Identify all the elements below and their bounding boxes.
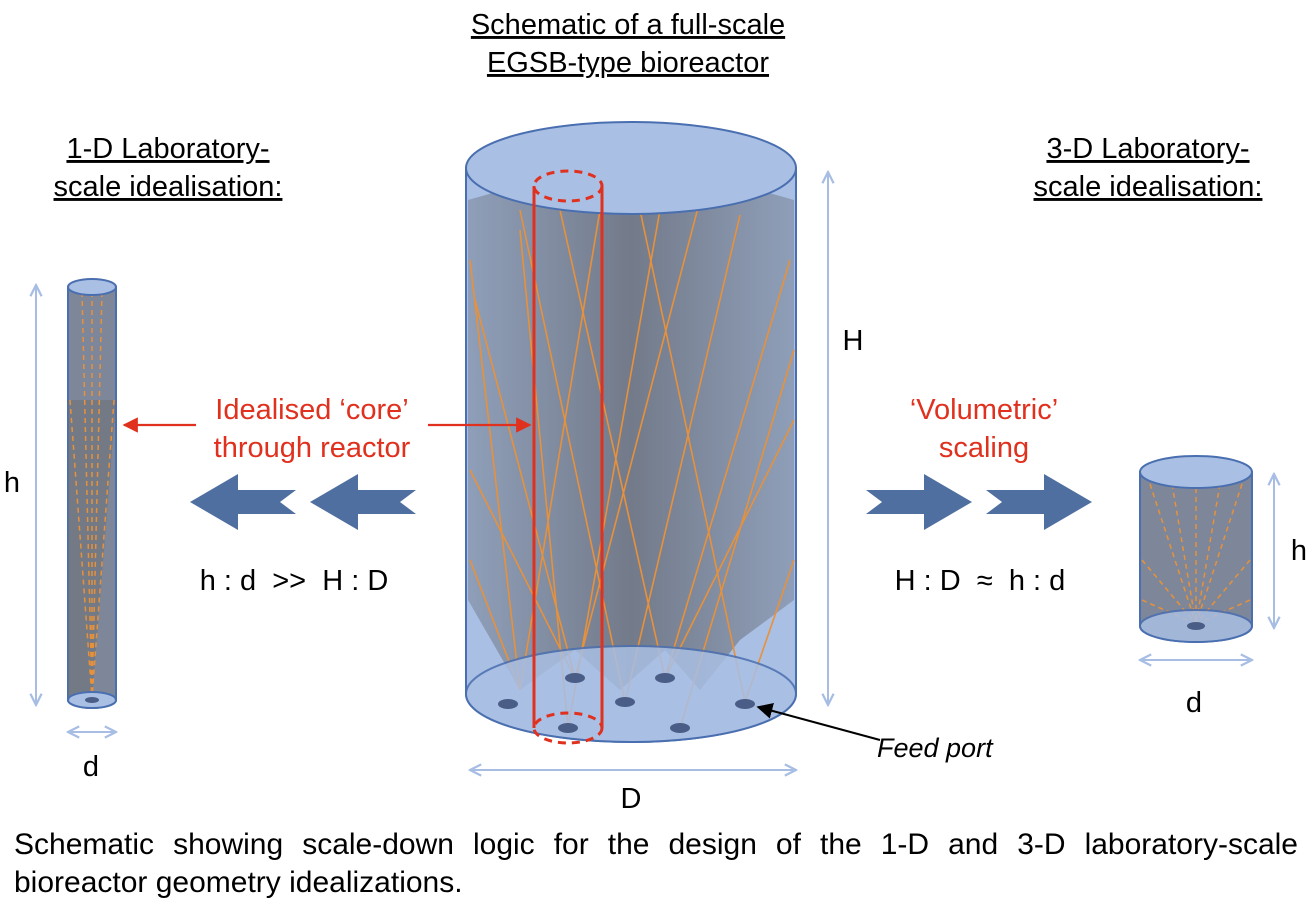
full-scale-reactor: Schematic of a full-scale EGSB-type bior…: [465, 9, 994, 815]
left-title-line2: scale idealisation:: [54, 171, 283, 203]
feed-port-pointer: [756, 703, 881, 741]
feed-ports: [498, 673, 755, 733]
feed-port-label: Feed port: [877, 733, 994, 763]
scale-down-arrow-left-1: [190, 474, 296, 530]
volumetric-annotation-line2: scaling: [939, 432, 1029, 464]
reactor-base: [465, 645, 797, 743]
lab-vessel-port: [1187, 622, 1205, 630]
reactor-sludge-cones: [468, 175, 794, 690]
ratio-left: h : d >> H : D: [200, 565, 389, 597]
scale-down-arrow-right-2: [986, 474, 1092, 530]
scale-down-arrow-right-1: [866, 474, 972, 530]
label-H: H: [843, 325, 864, 357]
reactor-top: [465, 121, 797, 215]
column-lower-fill: [68, 400, 116, 700]
idealised-core-cylinder: [532, 169, 604, 745]
core-annotation-line1: Idealised ‘core’: [215, 394, 408, 426]
lab-vessel-top: [1139, 455, 1253, 489]
label-h-right: h: [1291, 535, 1307, 567]
volumetric-annotation-line1: ‘Volumetric’: [910, 394, 1058, 426]
column-cone-lines: [69, 291, 115, 699]
label-D: D: [621, 783, 642, 815]
left-title-line1: 1-D Laboratory-: [66, 133, 269, 165]
right-title-line2: scale idealisation:: [1034, 171, 1263, 203]
core-annotation-line2: through reactor: [214, 432, 411, 464]
column-port: [85, 697, 99, 703]
label-d-left: d: [83, 751, 99, 783]
ratio-right: H : D ≈ h : d: [895, 565, 1066, 597]
scale-down-arrow-left-2: [310, 474, 416, 530]
center-title-line1: Schematic of a full-scale: [471, 9, 785, 41]
column-top: [67, 278, 117, 296]
three-d-lab-vessel: 3-D Laboratory- scale idealisation: ‘Vol…: [866, 133, 1307, 719]
label-h-left: h: [4, 467, 20, 499]
label-d-right: d: [1186, 687, 1202, 719]
one-d-lab-column: 1-D Laboratory- scale idealisation: h d …: [4, 133, 532, 783]
right-title-line1: 3-D Laboratory-: [1046, 133, 1249, 165]
figure-caption: Schematic showing scale-down logic for t…: [14, 828, 1298, 899]
center-title-line2: EGSB-type bioreactor: [487, 47, 769, 79]
